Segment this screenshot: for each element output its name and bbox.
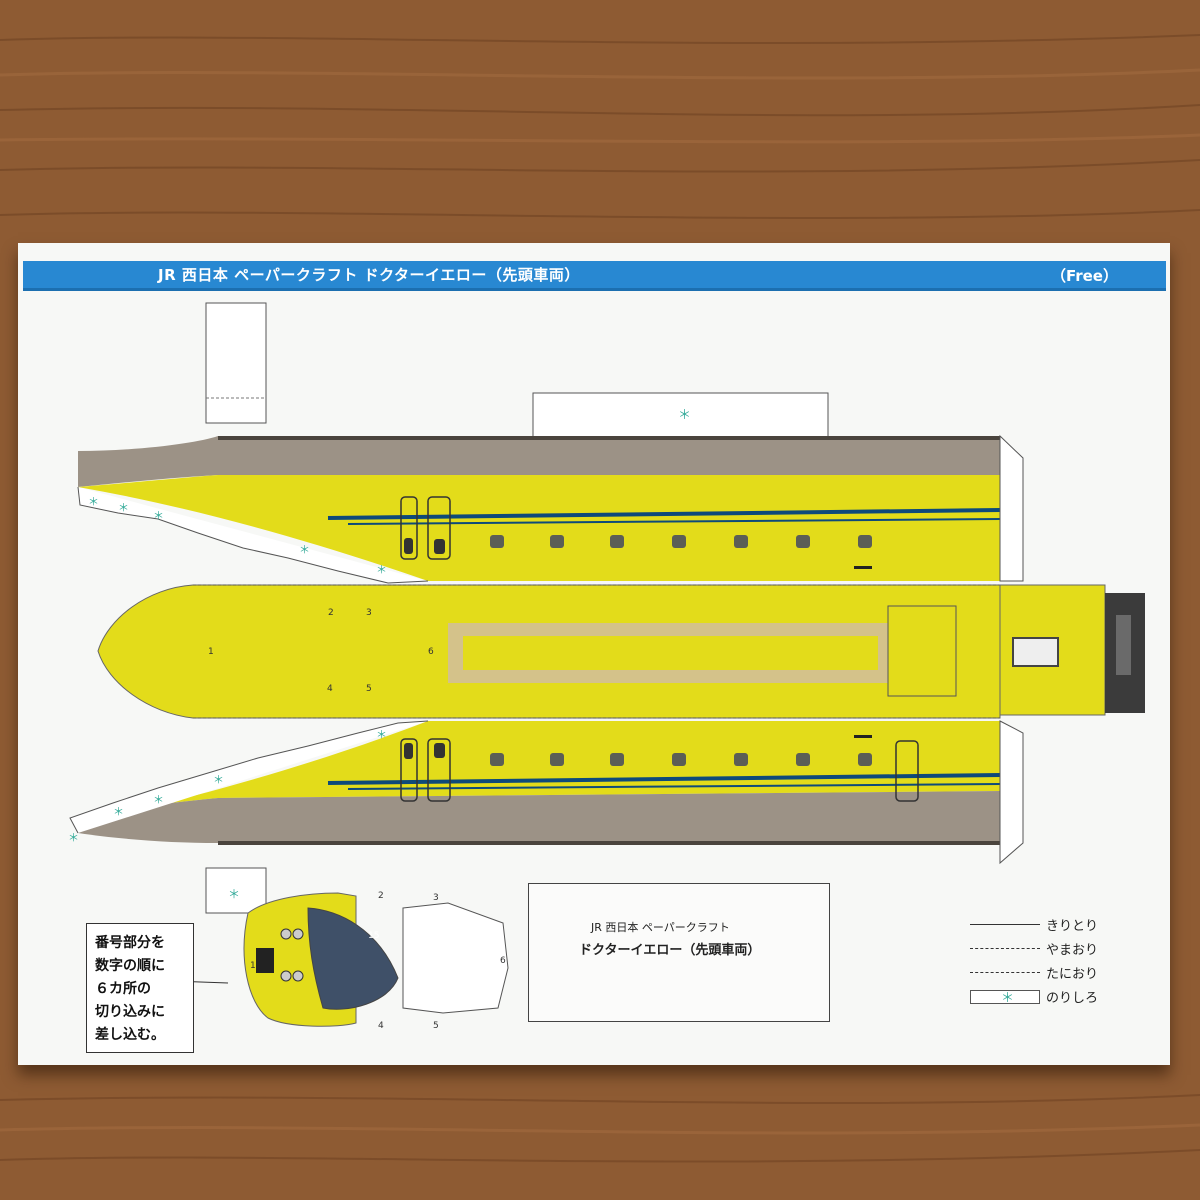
bottom-tab <box>205 867 267 914</box>
nose-number-5: 5 <box>433 1021 439 1031</box>
svg-text:＊: ＊ <box>153 793 164 806</box>
top-glue-flap <box>532 392 829 439</box>
lower-yellow-body <box>78 721 1000 823</box>
nose-number-4: 4 <box>378 1021 384 1031</box>
legend-mountain-label: やまおり <box>1046 943 1099 958</box>
svg-text:＊: ＊ <box>228 887 240 901</box>
instruction-line-4: 切り込みに <box>95 1004 165 1020</box>
sheet-title: JR 西日本 ペーパークラフト ドクターイエロー（先頭車両） <box>158 266 580 284</box>
assembly-instructions: 番号部分を 数字の順に ６カ所の 切り込みに 差し込む。 <box>86 923 194 1053</box>
svg-text:＊: ＊ <box>118 501 129 514</box>
roof-number-3: 3 <box>366 608 372 618</box>
legend-cut: きりとり <box>970 915 1160 935</box>
info-box: JR 西日本 ペーパークラフト ドクターイエロー（先頭車両） <box>528 883 830 1022</box>
legend-glue-margin: ＊ のりしろ <box>970 987 1160 1007</box>
instruction-line-1: 番号部分を <box>95 935 165 951</box>
roof-number-2: 2 <box>328 608 334 618</box>
roof-number-1: 1 <box>208 647 214 657</box>
line-legend: きりとり やまおり たにおり ＊ のりしろ <box>970 915 1160 1025</box>
svg-text:＊: ＊ <box>113 805 124 818</box>
svg-text:＊: ＊ <box>153 509 164 522</box>
nose-number-1: 1 <box>250 961 256 971</box>
svg-text:＊: ＊ <box>376 728 387 741</box>
upper-yellow-body <box>78 475 1000 581</box>
top-tab <box>205 302 267 424</box>
legend-valley-label: たにおり <box>1046 967 1099 982</box>
svg-text:＊: ＊ <box>68 831 79 844</box>
upper-glue-teeth <box>77 486 429 584</box>
solid-line-sample <box>970 924 1040 925</box>
nose-number-6: 6 <box>500 956 506 966</box>
svg-text:＊: ＊ <box>678 408 691 423</box>
nose-number-2: 2 <box>378 891 384 901</box>
free-badge: （Free） <box>1050 267 1118 285</box>
legend-mountain-fold: やまおり <box>970 939 1160 959</box>
nose-piece: 1 2 3 4 5 6 15 <box>243 891 509 1031</box>
dashed-line-sample <box>970 948 1040 949</box>
roof-number-5: 5 <box>366 684 372 694</box>
legend-valley-fold: たにおり <box>970 963 1160 983</box>
legend-glue-label: のりしろ <box>1046 991 1099 1006</box>
nose-car-number: 15 <box>368 931 379 941</box>
glue-mark-icon: ＊ <box>1001 991 1015 1006</box>
instruction-line-3: ６カ所の <box>95 981 151 997</box>
svg-text:＊: ＊ <box>299 543 310 556</box>
roof-number-4: 4 <box>327 684 333 694</box>
upper-roof-band <box>78 436 1000 487</box>
train-craft-parts: ＊ ＊ ＊ ＊ ＊ ＊ ＊ <box>68 302 1145 1031</box>
roof-number-6: 6 <box>428 647 434 657</box>
svg-text:＊: ＊ <box>213 773 224 786</box>
legend-cut-label: きりとり <box>1046 919 1099 934</box>
glue-margin-sample: ＊ <box>970 990 1040 1006</box>
dashdot-line-sample <box>970 972 1040 973</box>
info-title-line2: ドクターイエロー（先頭車両） <box>579 943 761 958</box>
svg-text:＊: ＊ <box>88 495 99 508</box>
nose-number-3: 3 <box>433 893 439 903</box>
header-banner: JR 西日本 ペーパークラフト ドクターイエロー（先頭車両） （Free） <box>23 261 1166 291</box>
instruction-line-5: 差し込む。 <box>95 1027 165 1043</box>
paper-craft-sheet: JR 西日本 ペーパークラフト ドクターイエロー（先頭車両） （Free） ＊ <box>18 243 1170 1065</box>
info-title-line1: JR 西日本 ペーパークラフト <box>591 921 730 934</box>
lower-glue-teeth <box>69 720 429 834</box>
instruction-line-2: 数字の順に <box>95 958 165 974</box>
svg-text:＊: ＊ <box>376 563 387 576</box>
lower-roof-band <box>78 791 1000 843</box>
